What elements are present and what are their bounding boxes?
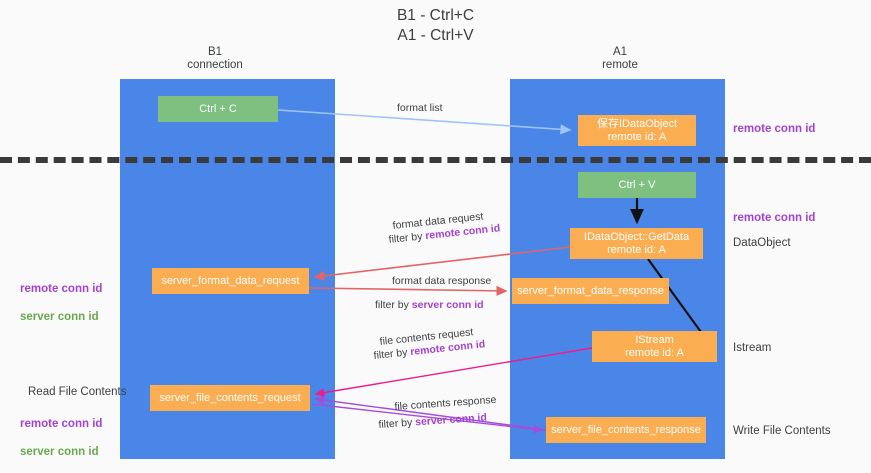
page-title: B1 - Ctrl+C A1 - Ctrl+V	[396, 7, 475, 44]
node-server-file-contents-response[interactable]: server_file_contents_response	[546, 417, 706, 443]
filter-by-text: filter by	[388, 230, 426, 246]
note-left-conn-ids-1: remote conn id server conn id	[20, 268, 102, 338]
lane-header-b1: B1 connection	[187, 46, 243, 71]
node-idataobject-getdata[interactable]: IDataObject::GetData remote id: A	[570, 228, 703, 259]
edge-format-data-request-to-response	[308, 285, 508, 296]
filter-by-text: filter by	[373, 346, 411, 362]
node-save-idataobject[interactable]: 保存IDataObject remote id: A	[578, 115, 696, 146]
note-left-conn-ids-2: remote conn id server conn id	[20, 403, 102, 473]
note-server-conn-id-left-1: server conn id	[20, 311, 99, 323]
note-remote-conn-id-left-1: remote conn id	[20, 283, 103, 295]
filter-by-text: filter by	[375, 299, 412, 311]
filter-by-text: filter by	[378, 416, 416, 431]
node-server-format-data-request[interactable]: server_format_data_request	[152, 268, 309, 294]
edge-label-filter-server-conn-id-1: filter by server conn id	[375, 298, 484, 312]
note-remote-conn-id-top: remote conn id	[733, 123, 816, 135]
note-write-file-contents: Write File Contents	[733, 425, 831, 437]
edge-label-format-list: format list	[397, 102, 443, 114]
note-remote-conn-id-mid: remote conn id	[733, 212, 816, 224]
phase-divider	[0, 157, 871, 163]
note-istream: Istream	[733, 342, 772, 354]
note-dataobject: DataObject	[733, 237, 791, 249]
edge-label-format-data-response: format data response	[392, 275, 492, 287]
note-read-file-contents: Read File Contents	[28, 386, 127, 398]
node-server-file-contents-request[interactable]: server_file_contents_request	[150, 385, 310, 411]
lane-header-a1: A1 remote	[602, 46, 638, 71]
node-ctrl-c[interactable]: Ctrl + C	[158, 96, 278, 122]
server-conn-id-text: server conn id	[411, 299, 484, 311]
note-server-conn-id-left-2: server conn id	[20, 446, 99, 458]
node-istream[interactable]: IStream remote id: A	[592, 331, 717, 362]
server-conn-id-text: server conn id	[414, 411, 488, 429]
note-remote-conn-id-left-2: remote conn id	[20, 418, 103, 430]
node-server-format-data-response[interactable]: server_format_data_response	[512, 278, 669, 304]
node-ctrl-v[interactable]: Ctrl + V	[578, 172, 696, 198]
